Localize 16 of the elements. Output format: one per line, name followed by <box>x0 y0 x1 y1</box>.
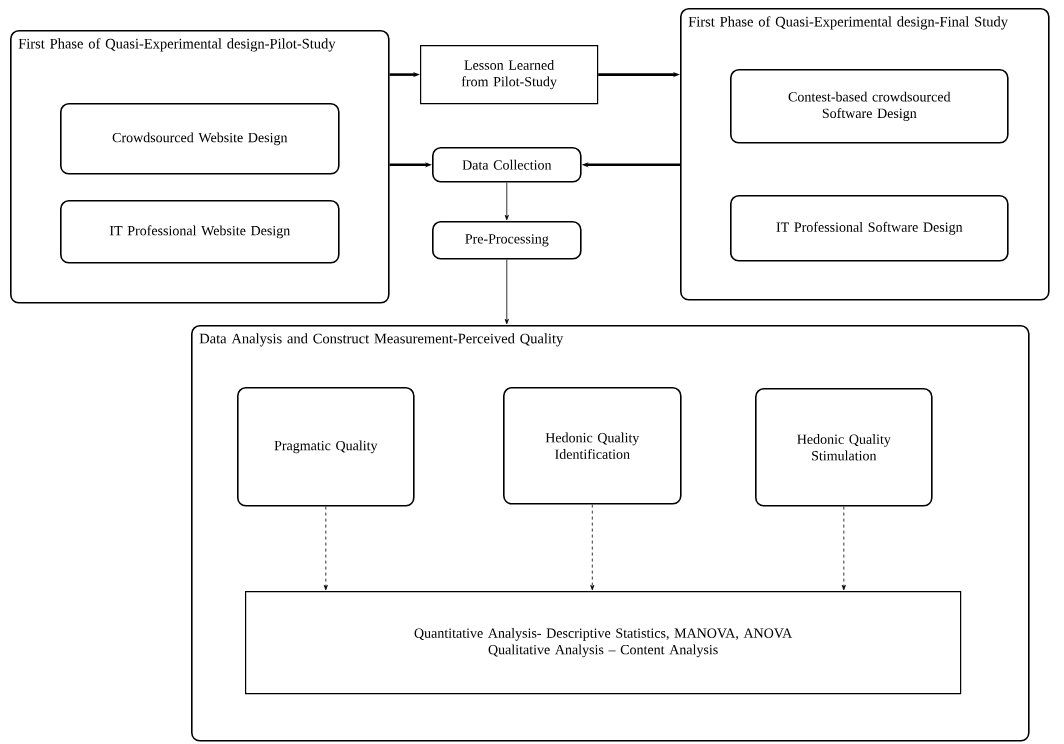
process-box: Quantitative Analysis- Descriptive Statistics, MANOVA, ANOVA Qualitative Analysis – Content Analysis <box>245 591 962 695</box>
process-box: Hedonic Quality Stimulation <box>755 388 933 507</box>
process-box: IT Professional Software Design <box>730 195 1009 262</box>
process-box: Hedonic Quality Identification <box>503 387 682 505</box>
process-box: Pragmatic Quality <box>237 387 415 507</box>
process-box: Contest-based crowdsourced Software Design <box>730 69 1009 144</box>
process-box: IT Professional Website Design <box>60 200 340 264</box>
process-box: Pre-Processing <box>432 221 582 260</box>
process-box: Data Collection <box>432 147 582 183</box>
arrow <box>504 182 509 221</box>
arrow <box>590 504 595 591</box>
arrow <box>504 259 509 325</box>
arrow <box>323 506 328 591</box>
process-box: Crowdsourced Website Design <box>60 103 340 175</box>
arrow <box>841 506 846 591</box>
process-box: Lesson Learned from Pilot-Study <box>420 45 599 105</box>
